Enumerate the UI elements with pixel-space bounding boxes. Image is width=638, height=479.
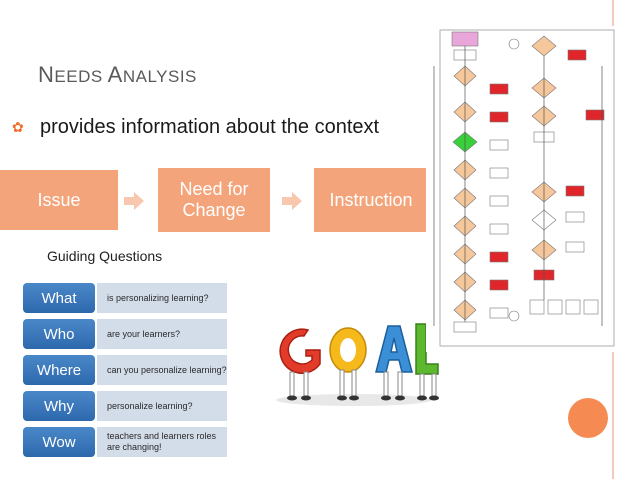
question-row: Who are your learners?: [23, 319, 227, 349]
question-row: Wow teachers and learners roles are chan…: [23, 427, 227, 457]
bullet-row: ✿ provides information about the context: [12, 116, 379, 139]
question-row: Why personalize learning?: [23, 391, 227, 421]
question-phrase: personalize learning?: [97, 391, 227, 421]
question-row: Where can you personalize learning?: [23, 355, 227, 385]
question-phrase: can you personalize learning?: [97, 355, 227, 385]
guiding-questions-label: Guiding Questions: [47, 248, 163, 264]
question-phrase: are your learners?: [97, 319, 227, 349]
slide-title: NEEDS ANALYSIS: [38, 62, 197, 88]
decorative-circle: [568, 398, 608, 438]
question-word: Why: [23, 391, 95, 421]
title-cap-n: N: [38, 62, 55, 87]
title-rest-analysis: NALYSIS: [122, 67, 197, 86]
bullet-text: provides information about the context: [40, 116, 380, 138]
title-rest-needs: EEDS: [54, 67, 103, 86]
flowchart-diagram: [426, 26, 620, 352]
question-word: Where: [23, 355, 95, 385]
arrow-right-icon: [124, 192, 144, 210]
step-need-for-change: Need for Change: [158, 168, 270, 232]
bullet-icon: ✿: [12, 119, 24, 135]
step-need-for-change-label: Need for Change: [179, 179, 249, 220]
step-issue-label: Issue: [37, 189, 81, 210]
question-word: Who: [23, 319, 95, 349]
question-word: Wow: [23, 427, 95, 457]
goal-illustration: [276, 323, 439, 406]
question-phrase: is personalizing learning?: [97, 283, 227, 313]
guiding-questions-table: What is personalizing learning? Who are …: [23, 283, 227, 463]
question-row: What is personalizing learning?: [23, 283, 227, 313]
step-instruction: Instruction: [314, 168, 428, 232]
step-instruction-label: Instruction: [329, 189, 413, 210]
question-phrase: teachers and learners roles are changing…: [97, 427, 227, 457]
step-issue: Issue: [0, 170, 118, 230]
question-word: What: [23, 283, 95, 313]
arrow-right-icon: [282, 192, 302, 210]
title-cap-a: A: [107, 62, 123, 87]
